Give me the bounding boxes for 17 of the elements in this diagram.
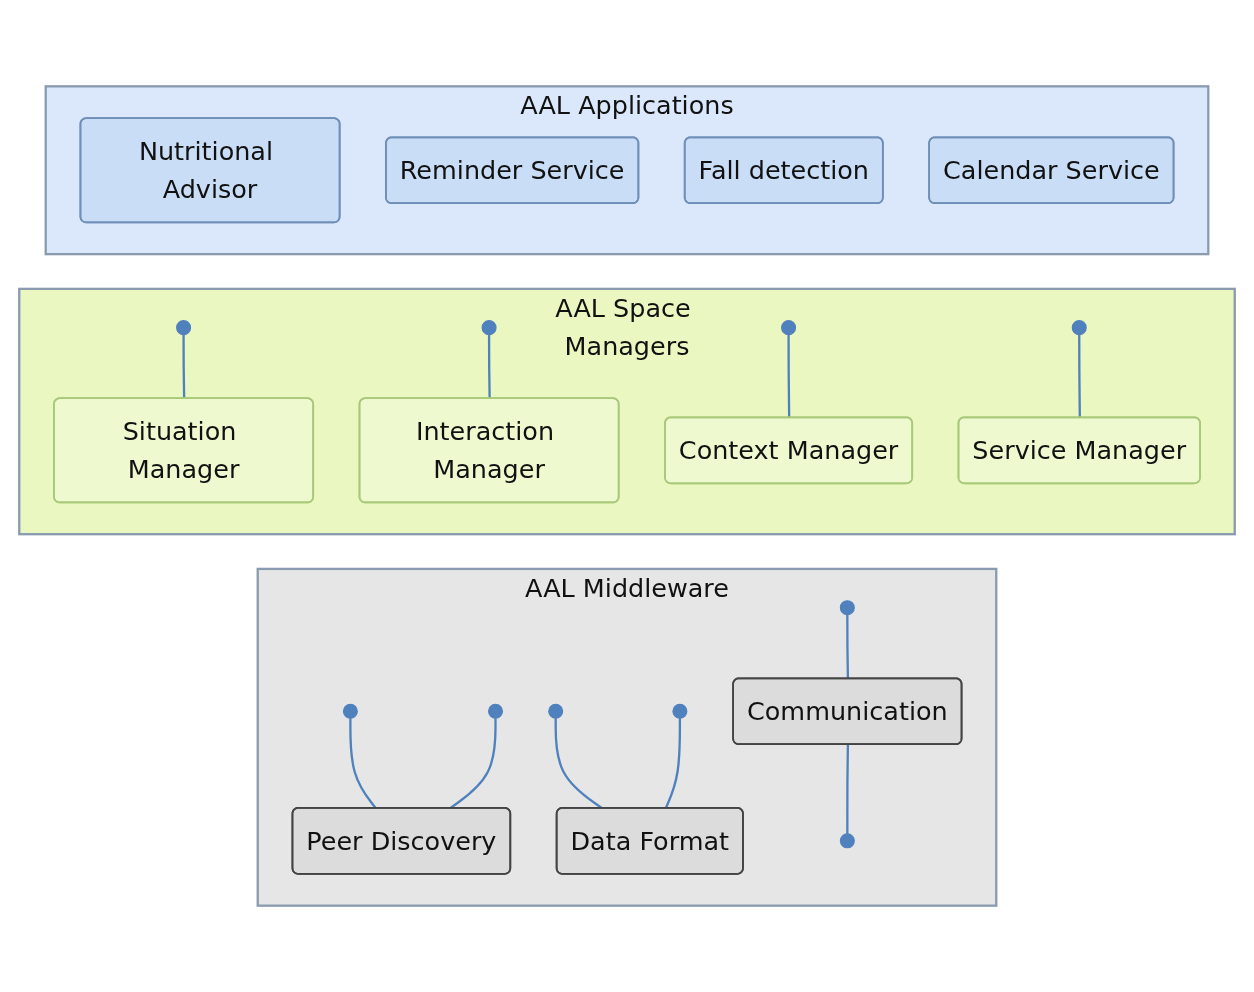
connector: [1078, 334, 1081, 418]
connector: [487, 334, 491, 399]
node-circle: [481, 320, 497, 336]
node-circle: [1071, 320, 1087, 336]
connector: [664, 718, 682, 809]
node-circle: [672, 703, 688, 719]
node-circle: [176, 320, 192, 336]
node-circle: [488, 703, 504, 719]
node-circle: [342, 703, 358, 719]
node-circle: [839, 600, 855, 616]
connector: [182, 334, 186, 399]
node-circle: [548, 703, 564, 719]
connector: [787, 334, 791, 418]
node-circle: [839, 833, 855, 849]
connector: [846, 744, 850, 834]
node-circle: [781, 320, 797, 336]
connector: [846, 614, 850, 679]
